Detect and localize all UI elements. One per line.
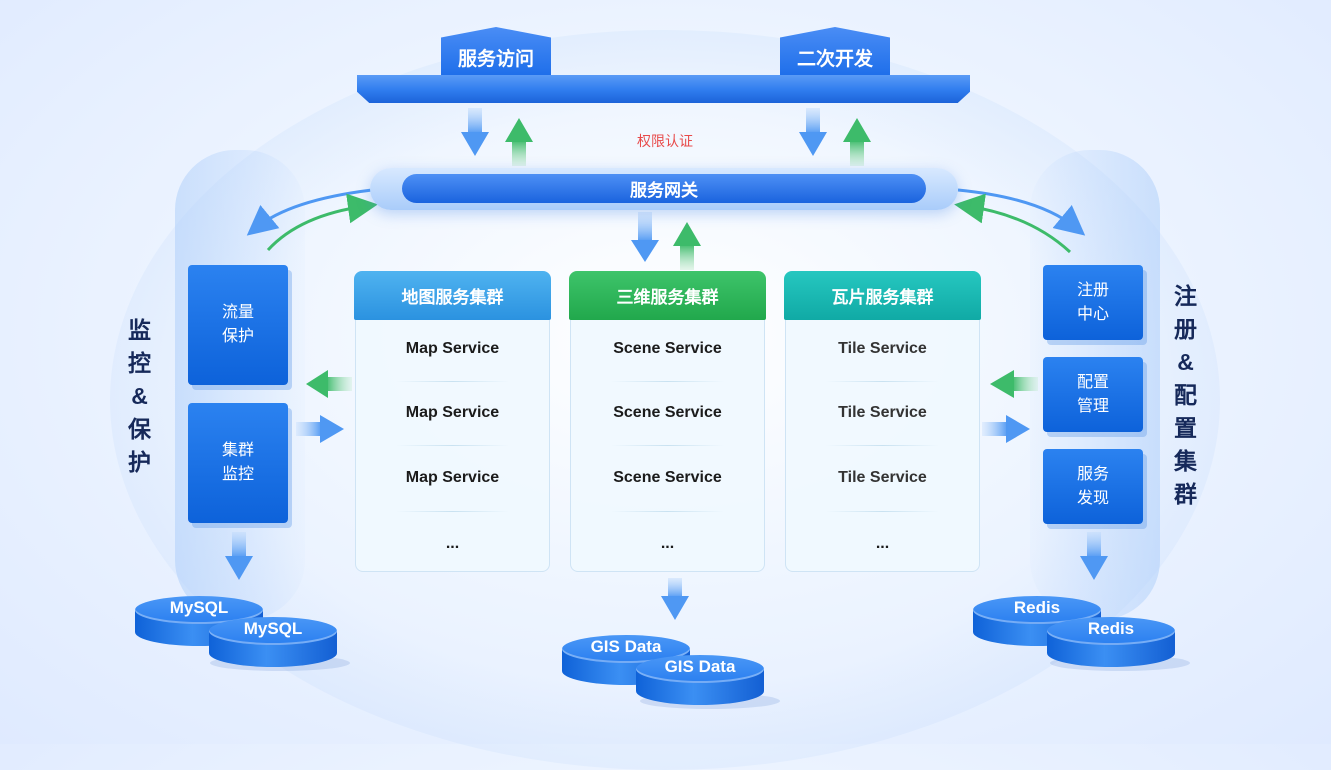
service-access-label: 服务访问 — [457, 48, 534, 70]
service-item: Map Service — [405, 340, 500, 357]
config-management-box: 配置 管理 — [1043, 357, 1143, 432]
title-char: 置 — [1174, 415, 1197, 441]
service-item: Tile Service — [838, 340, 927, 357]
arrow-down-gisdata — [661, 578, 689, 620]
gateway-label: 服务网关 — [630, 181, 698, 200]
arrow-down-mysql — [225, 532, 253, 580]
db-top — [1047, 617, 1175, 645]
architecture-diagram: 服务访问 二次开发 权限认证 服务网关 地图服务集群 Map Service M… — [110, 27, 1220, 770]
register-config-title: 注 册 & 配 置 集 群 — [1174, 280, 1197, 511]
divider — [396, 381, 509, 382]
service-item: Map Service — [405, 404, 500, 421]
arrow-curve-right-green — [954, 193, 1072, 254]
box-line: 服务 — [1076, 465, 1109, 483]
arrow-down-gateway-center — [631, 212, 659, 262]
title-char: 保 — [128, 416, 151, 442]
arrow-left-green-flow — [306, 370, 352, 398]
box-line: 集群 — [221, 442, 254, 459]
title-char: 配 — [1174, 382, 1197, 408]
box-line: 管理 — [1076, 397, 1109, 415]
service-item: Map Service — [405, 469, 500, 486]
secondary-dev-label: 二次开发 — [796, 48, 873, 70]
title-char: 注 — [1174, 283, 1197, 309]
flow-arrows — [225, 108, 1108, 620]
divider — [826, 445, 939, 446]
arrow-curve-left-green — [266, 193, 378, 252]
tile-service-cluster: 瓦片服务集群 Tile Service Tile Service Tile Se… — [784, 271, 981, 572]
title-char: 集 — [1174, 448, 1197, 474]
service-gateway: 服务网关 — [402, 174, 926, 203]
box-line: 保护 — [221, 328, 254, 345]
title-char: 群 — [1174, 481, 1197, 507]
divider — [611, 511, 724, 512]
title-char: 监 — [128, 317, 151, 343]
mysql-database: MySQL — [209, 617, 337, 675]
service-item: Scene Service — [613, 340, 722, 357]
gis-database: GIS Data — [636, 655, 764, 713]
divider — [826, 381, 939, 382]
box-line: 注册 — [1076, 281, 1109, 299]
service-item: Tile Service — [838, 469, 927, 486]
title-char: 册 — [1174, 316, 1197, 342]
divider — [826, 511, 939, 512]
cluster-header: 瓦片服务集群 — [784, 271, 981, 320]
secondary-dev-tab: 二次开发 — [780, 27, 890, 75]
box-line: 监控 — [221, 466, 254, 483]
box-line: 流量 — [221, 304, 254, 321]
db-top — [636, 655, 764, 683]
arrow-up-dev-right — [843, 118, 871, 166]
db-label: MySQL — [169, 598, 229, 617]
arrow-right-blue-config — [982, 415, 1030, 443]
db-top — [209, 617, 337, 645]
title-char: 护 — [128, 449, 151, 475]
box-line: 配置 — [1076, 373, 1109, 391]
traffic-protection-box: 流量 保护 — [188, 265, 288, 385]
cluster-header: 地图服务集群 — [354, 271, 551, 320]
top-platform — [357, 75, 970, 103]
service-item: Tile Service — [838, 404, 927, 421]
service-ellipsis: ... — [445, 535, 460, 552]
title-char: 控 — [128, 350, 151, 376]
registry-center-box: 注册 中心 — [1043, 265, 1143, 340]
map-service-cluster: 地图服务集群 Map Service Map Service Map Servi… — [354, 271, 551, 572]
arrow-left-green-config — [990, 370, 1038, 398]
monitor-protect-title: 监 控 & 保 护 — [128, 314, 151, 479]
service-item: Scene Service — [613, 404, 722, 421]
divider — [396, 445, 509, 446]
service-access-tab: 服务访问 — [441, 27, 551, 75]
db-label: GIS Data — [664, 657, 736, 676]
db-label: Redis — [1087, 619, 1135, 638]
db-label: GIS Data — [590, 637, 662, 656]
scene-service-cluster: 三维服务集群 Scene Service Scene Service Scene… — [569, 271, 766, 572]
title-char: & — [131, 383, 148, 409]
box-line: 中心 — [1076, 305, 1109, 323]
db-label: MySQL — [243, 619, 303, 638]
redis-database: Redis — [1047, 617, 1175, 675]
divider — [396, 511, 509, 512]
arrow-down-access-left — [461, 108, 489, 156]
service-ellipsis: ... — [660, 535, 675, 552]
title-char: & — [1177, 349, 1194, 375]
arrow-up-gateway-center — [673, 222, 701, 270]
arrow-down-redis — [1080, 532, 1108, 580]
divider — [611, 445, 724, 446]
arrow-right-blue-monitor — [296, 415, 344, 443]
cluster-monitor-box: 集群 监控 — [188, 403, 288, 523]
service-ellipsis: ... — [875, 535, 890, 552]
service-item: Scene Service — [613, 469, 722, 486]
arrow-curve-right-blue — [957, 188, 1086, 236]
auth-label: 权限认证 — [637, 133, 693, 149]
arrow-down-dev-right — [799, 108, 827, 156]
box-line: 发现 — [1076, 489, 1109, 507]
cluster-header: 三维服务集群 — [569, 271, 766, 320]
divider — [611, 381, 724, 382]
arrow-curve-left-blue — [246, 188, 373, 236]
db-label: Redis — [1013, 598, 1061, 617]
service-discovery-box: 服务 发现 — [1043, 449, 1143, 524]
arrow-up-access-left — [505, 118, 533, 166]
